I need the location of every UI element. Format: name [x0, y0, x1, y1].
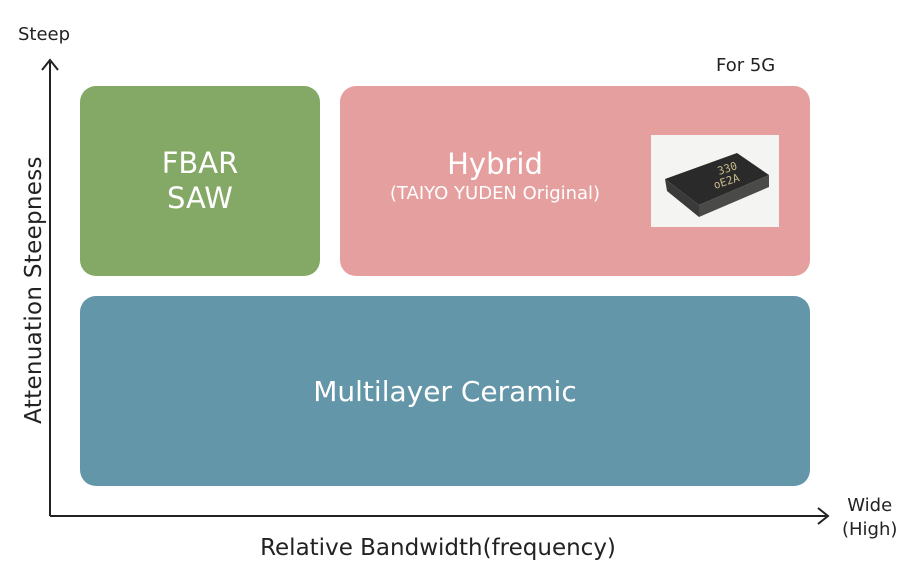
y-axis-arrow-icon	[41, 58, 59, 71]
y-axis-top-label: Steep	[18, 24, 71, 45]
x-axis-arrow-icon	[817, 507, 830, 525]
multilayer-ceramic-region: Multilayer Ceramic	[80, 296, 810, 486]
saw-label: SAW	[167, 181, 233, 215]
chip-icon: 330 oE2A	[665, 153, 769, 217]
ceramic-label: Multilayer Ceramic	[313, 374, 577, 408]
hybrid-subtitle: (TAIYO YUDEN Original)	[389, 183, 601, 204]
x-axis-end-label: Wide (High)	[842, 494, 897, 542]
hybrid-title: Hybrid	[447, 147, 543, 181]
x-axis-end-label-line2: (High)	[842, 519, 898, 540]
chip-photo-image: 330 oE2A	[651, 135, 779, 227]
fbar-label: FBAR	[161, 146, 239, 180]
for-5g-annotation: For 5G	[716, 55, 776, 76]
chip-label-line1: 330	[716, 159, 739, 178]
y-axis-title: Attenuation Steepness	[21, 156, 47, 424]
x-axis-end-label-line1: Wide	[847, 495, 893, 516]
hybrid-region: Hybrid (TAIYO YUDEN Original) 330 oE2A	[340, 86, 810, 276]
x-axis-title: Relative Bandwidth(frequency)	[260, 535, 616, 561]
fbar-saw-region: FBAR SAW	[80, 86, 320, 276]
hybrid-text: Hybrid (TAIYO YUDEN Original)	[340, 146, 650, 206]
